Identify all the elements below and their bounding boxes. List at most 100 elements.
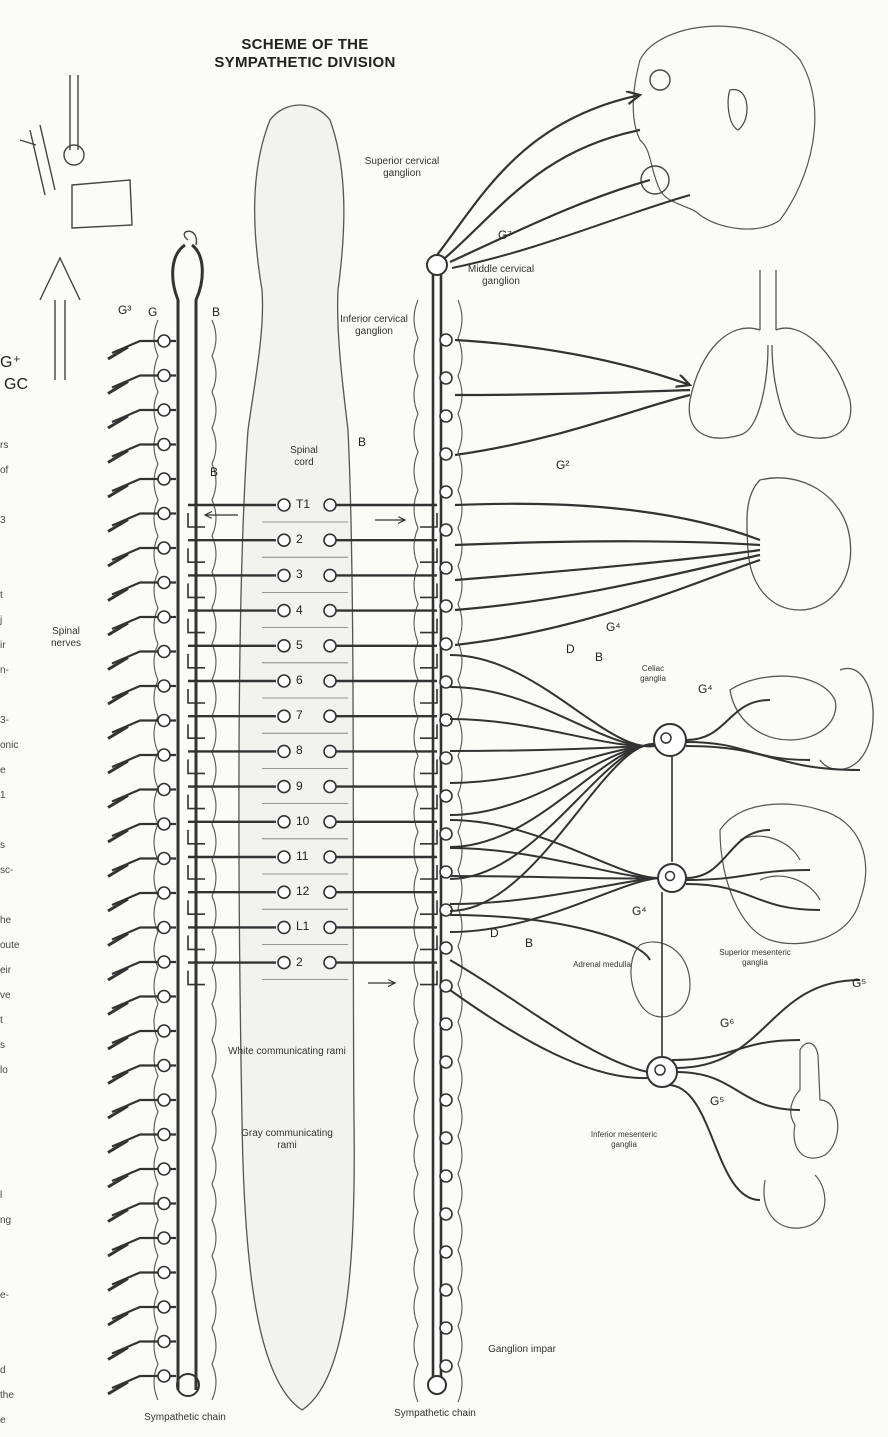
- postganglionic-fiber: [686, 884, 820, 910]
- chain-ganglion: [440, 1208, 452, 1220]
- cord-segment-label: 11: [296, 849, 308, 863]
- chain-ganglion: [440, 1284, 452, 1296]
- margin-text-fragment: 1: [0, 790, 6, 802]
- margin-text-fragment: the: [0, 1390, 14, 1402]
- cord-segment-label: 3: [296, 567, 303, 581]
- letter-gplus: G⁺: [0, 352, 21, 372]
- spinal-nerve: [108, 473, 176, 497]
- cord-segment-label: 7: [296, 708, 303, 722]
- cord-segment-label: 9: [296, 779, 303, 793]
- margin-text-fragment: d: [0, 1365, 6, 1377]
- spinal-nerve: [108, 1301, 176, 1325]
- spinal-nerve: [108, 1094, 176, 1118]
- title-line-2: SYMPATHETIC DIVISION: [150, 54, 460, 72]
- margin-text-fragment: s: [0, 840, 5, 852]
- spinal-cord-label: Spinal cord: [282, 445, 326, 469]
- chain-ganglion: [440, 942, 452, 954]
- middle-cervical-label: Middle cervical ganglion: [462, 264, 540, 288]
- spinal-nerve: [108, 370, 176, 394]
- celiac-ganglia-label: Celiac ganglia: [628, 664, 678, 684]
- splanchnic-fiber: [450, 878, 660, 904]
- spinal-nerve: [108, 956, 176, 980]
- letter-d-lower: D: [490, 926, 499, 940]
- spinal-nerve: [108, 1267, 176, 1291]
- margin-text-fragment: oute: [0, 940, 19, 952]
- spinal-nerve: [108, 1163, 176, 1187]
- spinal-nerve: [108, 335, 176, 359]
- inferior-cervical-label: Inferior cervical ganglion: [334, 314, 414, 338]
- chain-ganglion: [440, 790, 452, 802]
- cord-segment-label: L1: [296, 919, 309, 933]
- margin-text-fragment: t: [0, 590, 3, 602]
- cord-segment-label: 12: [296, 884, 309, 898]
- margin-text-fragment: s: [0, 1040, 5, 1052]
- lungs-outline: [689, 270, 851, 438]
- spinal-nerve: [108, 887, 176, 911]
- postganglionic-fiber: [672, 1040, 800, 1060]
- chain-ganglion: [440, 410, 452, 422]
- splanchnic-fiber: [450, 876, 660, 879]
- chain-ganglion: [440, 372, 452, 384]
- chain-ganglion: [440, 1170, 452, 1182]
- chain-ganglion: [440, 524, 452, 536]
- chain-ganglion: [440, 486, 452, 498]
- adrenal-fiber: [450, 915, 650, 960]
- chain-ganglion: [440, 1322, 452, 1334]
- inferior-mesenteric-ganglion: [647, 1057, 677, 1087]
- letter-g5: G⁵: [852, 976, 866, 990]
- margin-text-fragment: j: [0, 615, 2, 627]
- margin-text-fragment: he: [0, 915, 11, 927]
- spinal-nerve: [108, 1129, 176, 1153]
- spinal-nerve: [108, 577, 176, 601]
- spinal-nerve: [108, 439, 176, 463]
- chain-ganglion: [440, 752, 452, 764]
- letter-gc: GC: [4, 376, 28, 394]
- spinal-nerve: [108, 1336, 176, 1360]
- cord-segment-label: 6: [296, 673, 303, 687]
- spinal-nerve: [108, 542, 176, 566]
- chain-ganglion: [440, 600, 452, 612]
- chain-wave-outline: [458, 300, 462, 1402]
- superior-mesenteric-label: Superior mesenteric ganglia: [710, 948, 800, 968]
- margin-text-fragment: ve: [0, 990, 11, 1002]
- sympathetic-chain-right-label: Sympathetic chain: [380, 1408, 490, 1420]
- cord-segment-label: 8: [296, 743, 303, 757]
- stomach-outline: [730, 668, 873, 769]
- adrenal-medulla-label: Adrenal medulla: [568, 960, 636, 970]
- letter-g4-celiac: G⁴: [698, 682, 713, 696]
- kidney-outline: [631, 942, 690, 1017]
- letter-g3: G³: [118, 303, 131, 317]
- spinal-nerve: [108, 749, 176, 773]
- intestines-outline: [720, 804, 866, 944]
- cord-segment-label: 4: [296, 603, 303, 617]
- chain-ganglion: [440, 562, 452, 574]
- gray-rami-label: Gray communicating rami: [232, 1128, 342, 1152]
- margin-text-fragment: lo: [0, 1065, 8, 1077]
- margin-text-fragment: e: [0, 765, 6, 777]
- cord-segment-label: 2: [296, 955, 303, 969]
- chain-ganglion: [440, 1360, 452, 1372]
- white-rami-label: White communicating rami: [222, 1046, 352, 1058]
- title-line-1: SCHEME OF THE: [150, 36, 460, 54]
- margin-text-fragment: e-: [0, 1290, 9, 1302]
- letter-b-bottom: B: [525, 936, 533, 950]
- superior-mesenteric-ganglion: [658, 864, 686, 892]
- inset-illustration: [20, 75, 132, 380]
- margin-text-fragment: e: [0, 1415, 6, 1427]
- spinal-nerve: [108, 1232, 176, 1256]
- spinal-nerve: [108, 1025, 176, 1049]
- spinal-nerve: [108, 611, 176, 635]
- chain-ganglion: [440, 638, 452, 650]
- letter-b-cord: B: [358, 435, 366, 449]
- spinal-nerve: [108, 508, 176, 532]
- sympathetic-chain-left-label: Sympathetic chain: [130, 1412, 240, 1424]
- letter-b-top: B: [212, 305, 220, 319]
- letter-g5-lower: G⁵: [710, 1094, 724, 1108]
- letter-g7: G⁷: [498, 228, 512, 242]
- cord-segment-label: 5: [296, 638, 303, 652]
- chain-ganglion: [440, 1246, 452, 1258]
- spinal-nerve: [108, 922, 176, 946]
- margin-text-fragment: eir: [0, 965, 11, 977]
- diagram-title: SCHEME OF THE SYMPATHETIC DIVISION: [150, 36, 460, 72]
